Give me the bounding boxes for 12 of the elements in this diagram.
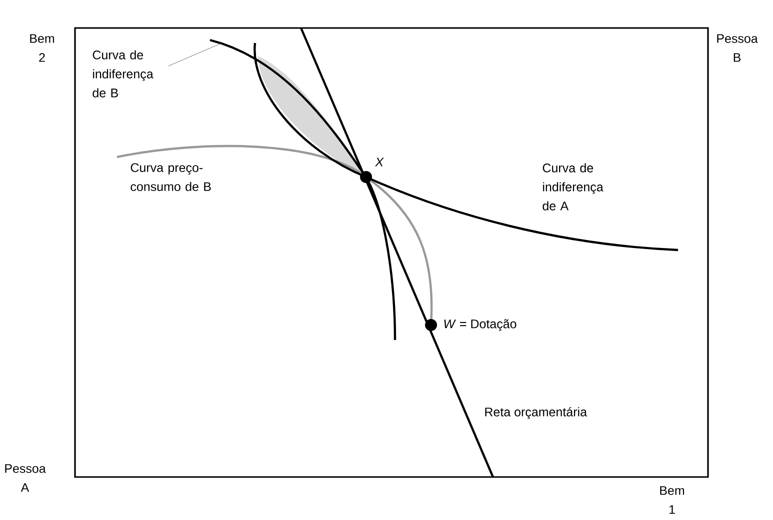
point-label: W = Dotação bbox=[444, 319, 516, 331]
axis-label: Pessoa A bbox=[5, 464, 46, 492]
axis-label: Bem 2 bbox=[30, 34, 54, 62]
line-label: Reta orçamentária bbox=[485, 407, 587, 419]
axis-label: Bem 1 bbox=[660, 486, 684, 514]
leader-line bbox=[168, 42, 222, 66]
point-label: X bbox=[374, 158, 384, 166]
curve-label: Curva de indiferença de B bbox=[92, 50, 154, 98]
curve-label: Curva de indiferença de A bbox=[542, 163, 604, 210]
indifference-curve bbox=[210, 38, 396, 340]
curve-label: Curva preço-consumo de B bbox=[130, 163, 211, 192]
axis-label: Pessoa B bbox=[717, 34, 758, 62]
